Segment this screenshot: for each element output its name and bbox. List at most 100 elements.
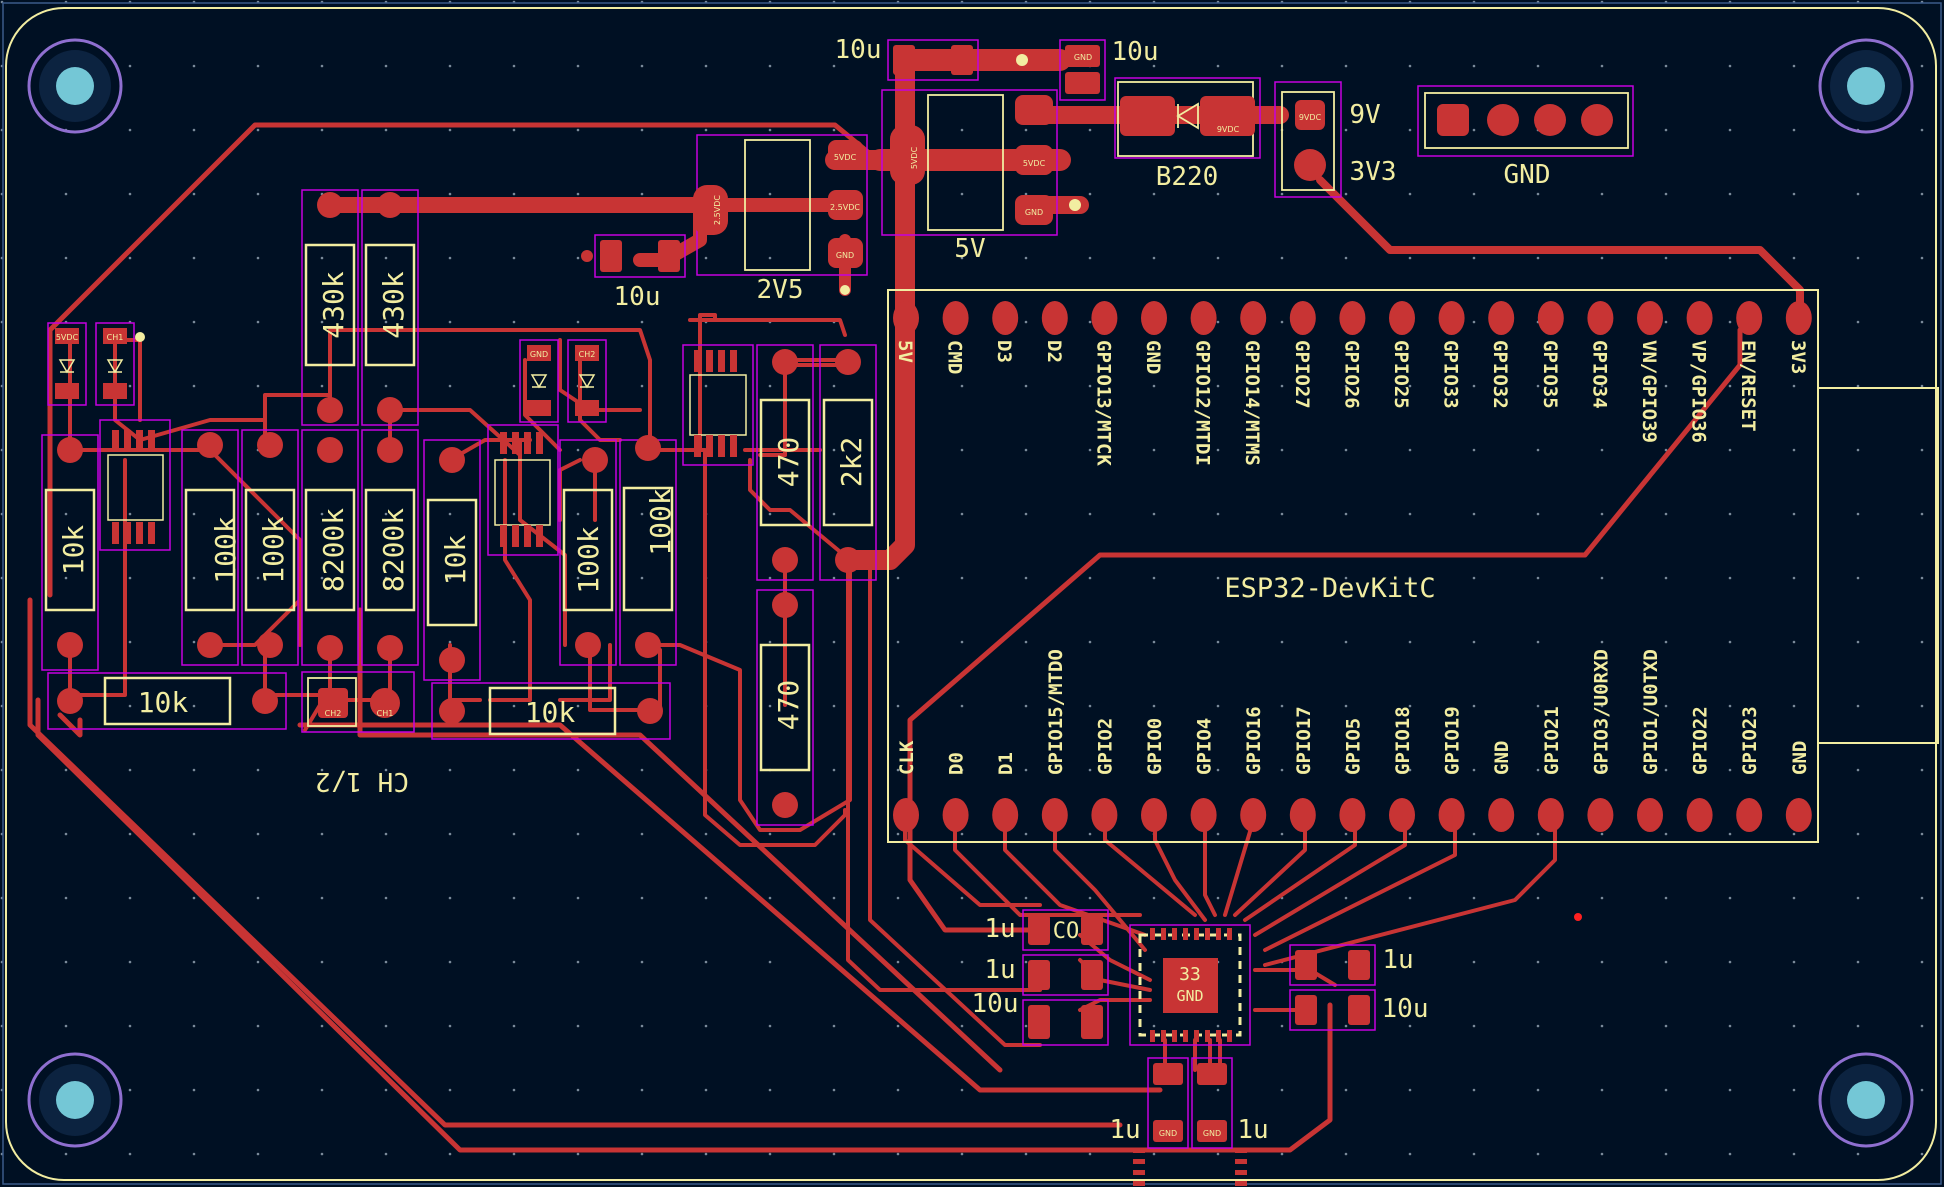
resistor-100k-a: 100k: [181, 429, 242, 666]
svg-text:9VDC: 9VDC: [1299, 113, 1322, 122]
esp32-pin-pad: [1785, 798, 1812, 832]
esp32-pin-pad: [1389, 301, 1415, 335]
resistor-10k-d: 10k: [431, 682, 671, 740]
esp32-pin-pad: [1240, 301, 1267, 335]
svg-text:GND: GND: [1203, 1129, 1221, 1138]
svg-text:GND: GND: [1025, 208, 1043, 217]
svg-text:GND: GND: [836, 251, 854, 260]
svg-text:1u: 1u: [1237, 1115, 1268, 1145]
esp32-pin-label: GPIO5: [1342, 718, 1364, 775]
mount-hole-bottom-left: [27, 1052, 123, 1148]
opamp-u1: [99, 419, 171, 551]
qfn-pad: [1133, 1181, 1145, 1186]
svg-text:5VDC: 5VDC: [56, 333, 79, 342]
esp32-pin-label: GPIO33: [1440, 340, 1462, 409]
regulator-5v: 5VDC 5VDC GND 5V: [881, 89, 1058, 264]
resistor-10k-c: 10k: [47, 672, 287, 730]
esp32-pin-pad: [893, 301, 919, 335]
qfn-pad: [1235, 1181, 1247, 1186]
resistor-470-b: 470: [756, 589, 814, 826]
resistor-2k2: 2k2: [819, 344, 877, 581]
esp32-pin-pad: [1240, 798, 1267, 832]
esp32-pin-label: D0: [946, 752, 968, 775]
esp32-pin-label: GPIO2: [1094, 718, 1116, 775]
svg-text:2.5VDC: 2.5VDC: [713, 195, 722, 225]
esp32-pin-label: GPIO0: [1144, 718, 1166, 775]
svg-text:470: 470: [772, 680, 805, 731]
connector-3v3-label: 3V3: [1350, 157, 1397, 187]
esp32-pin-pad: [1091, 301, 1118, 335]
svg-text:100k: 100k: [644, 488, 677, 556]
esp32-pin-label: D2: [1043, 340, 1065, 363]
qfn-pad: [1183, 928, 1188, 940]
svg-text:1u: 1u: [984, 955, 1015, 985]
esp32-pin-label: CMD: [944, 340, 966, 374]
esp32-pin-label: GPIO32: [1489, 340, 1511, 409]
adc-caps-left: 1u CO 1u 10u: [972, 909, 1109, 1046]
svg-text:430k: 430k: [317, 271, 350, 339]
opamp-u3: [682, 344, 754, 466]
adc-caps-bottom: GND GND 1u 1u: [1109, 1057, 1269, 1149]
vias: [135, 54, 1582, 921]
qfn-pad: [1235, 1148, 1247, 1153]
esp32-pin-pad: [1537, 798, 1564, 832]
qfn-pad: [1216, 1030, 1221, 1042]
esp32-pin-label: 3V3: [1787, 340, 1809, 374]
esp32-pin-label: CLK: [896, 740, 918, 775]
cap-top-right-10u: GND 10u: [1059, 37, 1158, 101]
diode-b220: 9VDC B220: [1114, 77, 1261, 192]
esp32-pin-label: GPIO13/MTCK: [1092, 340, 1114, 466]
esp32-pin-pad: [942, 301, 969, 335]
svg-text:CH2: CH2: [579, 350, 596, 359]
esp32-pin-label: GPIO27: [1291, 340, 1313, 409]
svg-text:10k: 10k: [525, 696, 576, 729]
regulator-2v5: 2.5VDC 5VDC 2.5VDC GND 2V5: [693, 134, 868, 305]
esp32-pin-pad: [1488, 798, 1515, 832]
svg-text:8200k: 8200k: [317, 508, 350, 592]
qfn-pad: [1194, 928, 1199, 940]
esp32-pin-pad: [942, 798, 969, 832]
svg-text:GND: GND: [1176, 987, 1203, 1005]
qfn-pad: [1205, 928, 1210, 940]
qfn-pad: [1133, 1148, 1145, 1153]
qfn-pad: [1227, 928, 1232, 940]
svg-text:8200k: 8200k: [377, 508, 410, 592]
mount-hole-top-right: [1818, 38, 1914, 134]
esp32-pin-label: GPIO21: [1541, 706, 1563, 775]
esp32-pin-pad: [1041, 301, 1068, 335]
esp32-pin-pad: [1190, 798, 1217, 832]
adc-chip: 33 GND: [1129, 924, 1251, 1186]
resistor-430k-a: 430k: [301, 189, 359, 426]
svg-text:10k: 10k: [57, 525, 90, 576]
esp32-pin-pad: [1091, 798, 1118, 832]
esp32-pin-pad: [1041, 798, 1068, 832]
esp32-pin-label: GPIO15/MTDO: [1045, 649, 1067, 775]
svg-text:2k2: 2k2: [835, 437, 868, 488]
esp32-pin-pad: [1289, 301, 1316, 335]
qfn-pad: [1194, 1030, 1199, 1042]
svg-text:CH1: CH1: [377, 709, 394, 718]
diode-label: B220: [1156, 162, 1219, 192]
svg-text:GND: GND: [530, 350, 548, 359]
qfn-pad: [1133, 1159, 1145, 1164]
svg-text:2.5VDC: 2.5VDC: [830, 203, 860, 212]
resistor-10k-a: 10k: [41, 434, 99, 671]
esp32-pin-label: GPIO25: [1390, 340, 1412, 409]
esp32-pin-pad: [1736, 798, 1763, 832]
svg-text:5VDC: 5VDC: [834, 153, 857, 162]
svg-text:10k: 10k: [439, 535, 472, 586]
qfn-pad: [1235, 1159, 1247, 1164]
resistor-100k-c: 100k: [559, 439, 617, 666]
esp32-pin-label: GPIO18: [1392, 706, 1414, 775]
esp32-pin-label: GPIO12/MTDI: [1192, 340, 1214, 466]
esp32-pin-pad: [1339, 301, 1366, 335]
resistor-430k-b: 430k: [361, 189, 419, 426]
svg-text:10u: 10u: [972, 989, 1019, 1019]
svg-text:100k: 100k: [572, 526, 605, 594]
ch-connector: CH2 CH1 CH 1/2: [301, 671, 415, 796]
qfn-pad: [1150, 928, 1155, 940]
esp32-pin-label: D1: [995, 752, 1017, 775]
gnd-header: GND: [1417, 85, 1634, 190]
svg-text:100k: 100k: [257, 516, 290, 584]
